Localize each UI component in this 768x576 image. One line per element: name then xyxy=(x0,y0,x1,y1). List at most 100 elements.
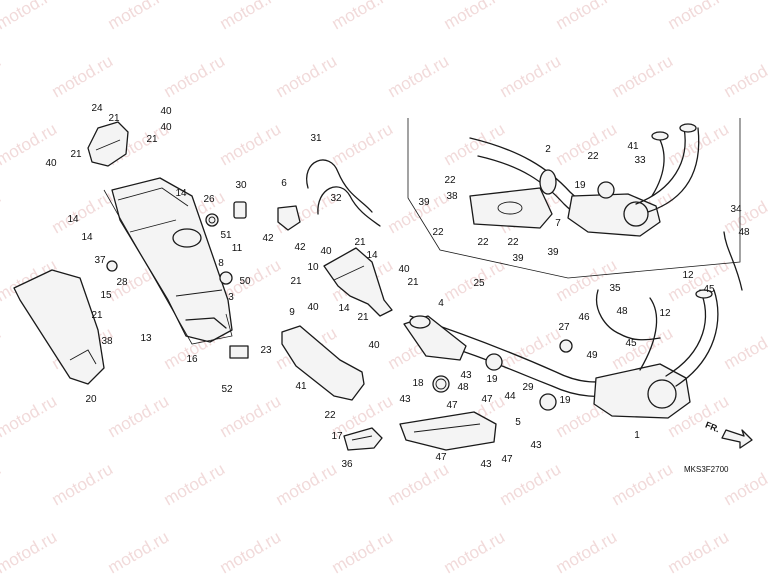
callout-39: 39 xyxy=(512,253,524,264)
watermark-text: motod.ru xyxy=(217,391,285,441)
watermark-text: motod.ru xyxy=(497,459,565,509)
callout-14: 14 xyxy=(67,214,79,225)
callout-43: 43 xyxy=(480,459,492,470)
watermark-text: motod.ru xyxy=(0,0,60,33)
callout-47: 47 xyxy=(501,454,513,465)
callout-28: 28 xyxy=(116,277,128,288)
watermark-text: motod.ru xyxy=(497,51,565,101)
watermark-text: motod.ru xyxy=(329,527,397,576)
callout-40: 40 xyxy=(160,122,172,133)
watermark-text: motod.ru xyxy=(441,0,509,33)
watermark-text: motod.ru xyxy=(0,187,4,237)
callout-33: 33 xyxy=(634,155,646,166)
callout-36: 36 xyxy=(341,459,353,470)
watermark-text: motod.ru xyxy=(609,459,677,509)
watermark-text: motod.ru xyxy=(0,323,4,373)
watermark-text: motod.ru xyxy=(273,459,341,509)
grommet xyxy=(205,213,219,227)
diagram-code: MKS3F2700 xyxy=(684,465,729,474)
watermark-text: motod.ru xyxy=(273,51,341,101)
watermark-text: motod.ru xyxy=(217,527,285,576)
callout-45: 45 xyxy=(703,284,715,295)
callout-21: 21 xyxy=(357,312,369,323)
callout-48: 48 xyxy=(457,382,469,393)
callout-4: 4 xyxy=(438,298,444,309)
callout-38: 38 xyxy=(446,191,458,202)
callout-11: 11 xyxy=(232,243,243,254)
callout-47: 47 xyxy=(446,400,458,411)
callout-21: 21 xyxy=(354,237,366,248)
callout-30: 30 xyxy=(235,180,247,191)
watermark-text: motod.ru xyxy=(161,459,229,509)
watermark-text: motod.ru xyxy=(0,527,60,576)
callout-27: 27 xyxy=(558,322,570,333)
watermark-text: motod.ru xyxy=(385,51,453,101)
callout-26: 26 xyxy=(203,194,215,205)
callout-43: 43 xyxy=(399,394,411,405)
callout-47: 47 xyxy=(435,452,447,463)
callout-45: 45 xyxy=(625,338,637,349)
callout-10: 10 xyxy=(307,262,319,273)
muffler-end-cap xyxy=(87,121,129,167)
callout-14: 14 xyxy=(81,232,93,243)
middle-protectors xyxy=(281,247,393,451)
control-cable-b xyxy=(317,186,381,227)
callout-20: 20 xyxy=(85,394,97,405)
watermark-text: motod.ru xyxy=(721,51,768,101)
callout-42: 42 xyxy=(294,242,306,253)
watermark-text: motod.ru xyxy=(49,459,117,509)
exhaust-pipe-assembly xyxy=(399,118,743,451)
callout-49: 49 xyxy=(586,350,598,361)
callout-21: 21 xyxy=(407,277,419,288)
callout-32: 32 xyxy=(330,193,342,204)
callout-18: 18 xyxy=(412,378,424,389)
protector-9 xyxy=(281,325,365,401)
watermark-text: motod.ru xyxy=(105,391,173,441)
callout-12: 12 xyxy=(659,308,671,319)
callout-12: 12 xyxy=(682,270,694,281)
callout-8: 8 xyxy=(218,258,224,269)
callout-41: 41 xyxy=(295,381,307,392)
callout-34: 34 xyxy=(730,204,742,215)
callout-9: 9 xyxy=(289,307,295,318)
callout-41: 41 xyxy=(627,141,639,152)
callout-21: 21 xyxy=(108,113,120,124)
protector-plate-7 xyxy=(469,187,553,229)
front-direction-indicator: FR. xyxy=(704,420,753,449)
callout-42: 42 xyxy=(262,233,274,244)
callout-22: 22 xyxy=(444,175,456,186)
callout-22: 22 xyxy=(507,237,519,248)
callout-25: 25 xyxy=(473,278,485,289)
callout-44: 44 xyxy=(504,391,516,402)
joint-clamp xyxy=(229,345,249,359)
callout-21: 21 xyxy=(91,310,103,321)
callout-2: 2 xyxy=(545,144,551,155)
callout-22: 22 xyxy=(587,151,599,162)
callout-46: 46 xyxy=(578,312,590,323)
callout-52: 52 xyxy=(221,384,233,395)
watermark-text: motod.ru xyxy=(553,0,621,33)
callout-22: 22 xyxy=(477,237,489,248)
callout-19: 19 xyxy=(574,180,586,191)
callout-16: 16 xyxy=(186,354,198,365)
callout-17: 17 xyxy=(331,431,343,442)
callout-40: 40 xyxy=(368,340,380,351)
assembly-bracket xyxy=(103,189,233,345)
watermark-text: motod.ru xyxy=(105,0,173,33)
callout-7: 7 xyxy=(555,218,561,229)
callout-31: 31 xyxy=(310,133,322,144)
watermark-text: motod.ru xyxy=(217,119,285,169)
callout-47: 47 xyxy=(481,394,493,405)
callout-14: 14 xyxy=(175,188,187,199)
callout-39: 39 xyxy=(547,247,559,258)
watermark-text: motod.ru xyxy=(665,0,733,33)
pipe-protector-5 xyxy=(399,411,497,451)
watermark-text: motod.ru xyxy=(665,527,733,576)
callout-14: 14 xyxy=(366,250,378,261)
callout-22: 22 xyxy=(324,410,336,421)
callout-15: 15 xyxy=(100,290,112,301)
callout-19: 19 xyxy=(486,374,498,385)
